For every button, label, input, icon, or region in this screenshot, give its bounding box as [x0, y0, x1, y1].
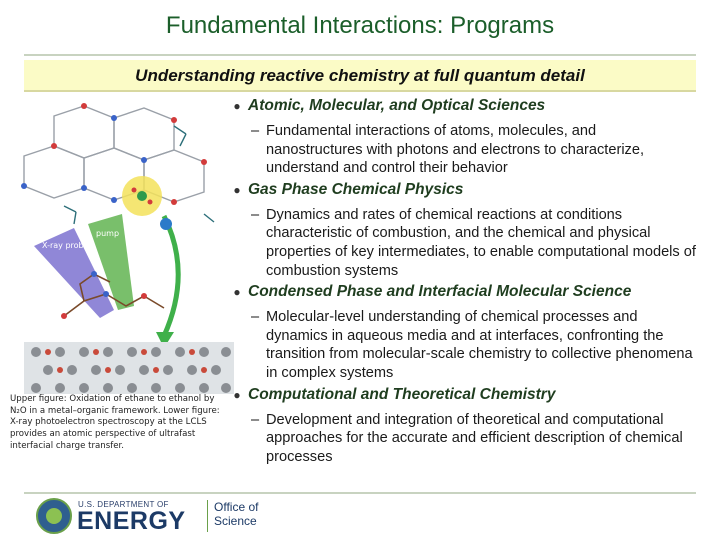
doe-office-of-science-logo: U.S. DEPARTMENT OF ENERGY Office of Scie… — [36, 498, 258, 538]
program-heading-text: Computational and Theoretical Chemistry — [248, 385, 556, 403]
logo-energy: ENERGY — [77, 507, 186, 535]
program-heading-text: Atomic, Molecular, and Optical Sciences — [248, 97, 546, 114]
program-heading: ● Gas Phase Chemical Physics — [226, 180, 696, 200]
slide-title: Fundamental Interactions: Programs — [165, 12, 555, 39]
subtitle-banner: Understanding reactive chemistry at full… — [24, 60, 696, 92]
program-heading: ● Condensed Phase and Interfacial Molecu… — [226, 282, 696, 302]
probe-label: X-ray probe — [42, 241, 89, 250]
logo-office: Office of Science — [214, 500, 274, 528]
adsorbate-molecule — [63, 273, 165, 317]
program-description-text: Development and integration of theoretic… — [266, 411, 683, 465]
doe-seal-icon — [36, 498, 72, 534]
dash-icon: – — [250, 123, 260, 139]
logo-divider — [207, 500, 208, 532]
oxide-surface — [24, 342, 234, 394]
banner-text: Understanding reactive chemistry at full… — [135, 66, 585, 85]
program-heading-text: Condensed Phase and Interfacial Molecula… — [248, 283, 632, 301]
science-figure: X-ray probe pump — [21, 103, 234, 394]
program-heading-text: Gas Phase Chemical Physics — [248, 180, 464, 198]
dash-icon: – — [250, 309, 260, 326]
program-description: – Fundamental interactions of atoms, mol… — [244, 122, 696, 178]
program-heading: ● Computational and Theoretical Chemistr… — [226, 385, 696, 405]
logo-office-line2: Science — [214, 514, 257, 528]
bullet-icon: ● — [233, 387, 241, 402]
bullet-icon: ● — [233, 99, 241, 113]
dash-icon: – — [250, 206, 260, 223]
mof-atoms — [21, 103, 207, 205]
bullet-icon: ● — [233, 182, 241, 197]
program-description: – Dynamics and rates of chemical reactio… — [244, 206, 696, 280]
guest-molecules — [63, 125, 215, 225]
dash-icon: – — [250, 411, 260, 428]
program-description: – Development and integration of theoret… — [244, 411, 696, 467]
program-description-text: Dynamics and rates of chemical reactions… — [266, 206, 696, 279]
program-list: ● Atomic, Molecular, and Optical Science… — [226, 96, 696, 468]
figure-caption: Upper figure: Oxidation of ethane to eth… — [10, 394, 220, 451]
program-description: – Molecular-level understanding of chemi… — [244, 308, 696, 382]
pump-beam: pump — [88, 214, 134, 310]
program-heading: ● Atomic, Molecular, and Optical Science… — [226, 96, 696, 116]
logo-department: U.S. DEPARTMENT OF — [78, 500, 169, 509]
logo-office-line1: Office of — [214, 500, 259, 514]
bullet-icon: ● — [233, 285, 241, 300]
charge-transfer-arrow — [156, 214, 181, 348]
xray-probe-beam: X-ray probe — [34, 228, 114, 318]
program-description-text: Molecular-level understanding of chemica… — [266, 309, 693, 381]
pump-label: pump — [96, 229, 119, 238]
program-description-text: Fundamental interactions of atoms, molec… — [266, 123, 645, 177]
title-divider — [24, 54, 696, 56]
footer-divider — [24, 492, 696, 494]
